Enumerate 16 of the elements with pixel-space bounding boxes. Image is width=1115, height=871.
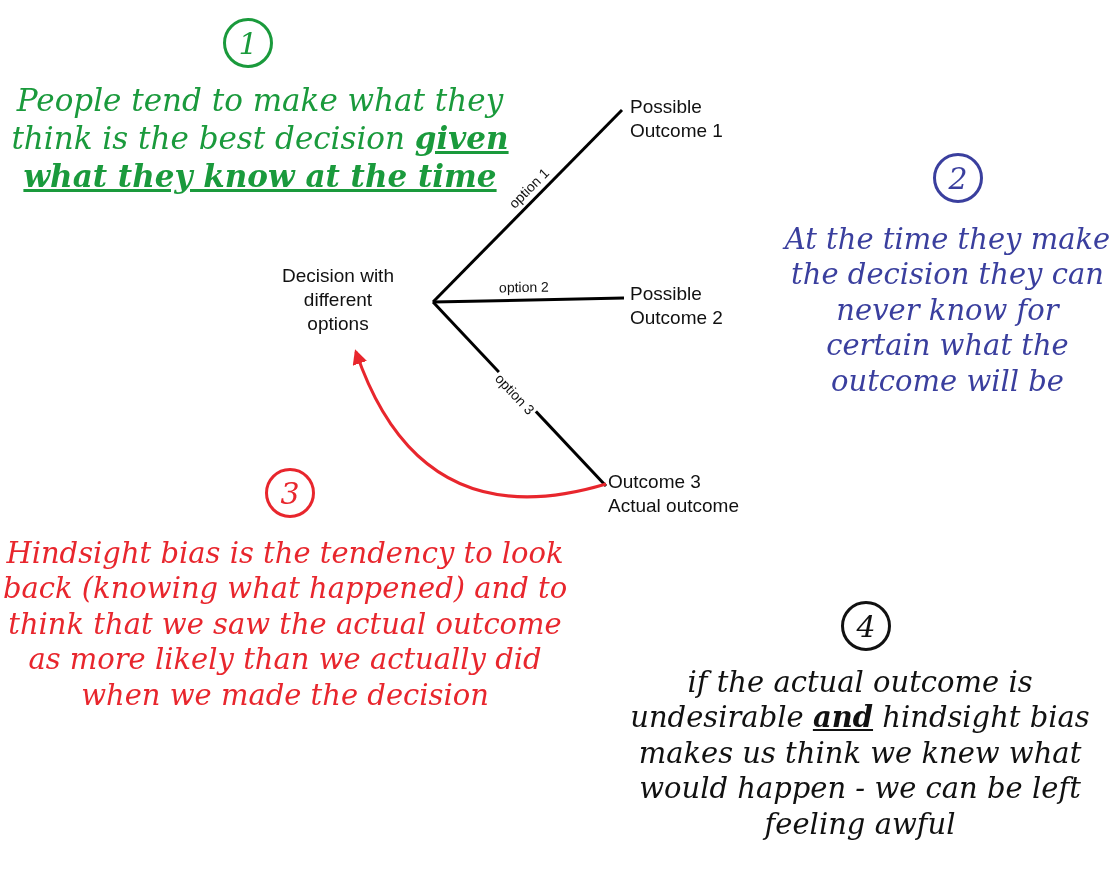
connector-line [431,108,624,304]
node-label: Possible Outcome 2 [630,282,724,330]
edge-label: option 2 [496,278,551,296]
explanation-text: At the time they make the decision they can never know for certain what the outcome will be [781,222,1112,399]
numbered-circle: 4 [841,601,891,651]
numbered-circle: 2 [933,153,983,203]
explanation-text: if the actual outcome is undesirable and hindsight bias makes us think we knew what would happen - we can be left feeling awful [629,665,1091,842]
node-label: Outcome 3 [608,470,702,494]
numbered-circle: 1 [223,18,273,68]
numbered-circle: 3 [265,468,315,518]
node-label: Actual outcome [608,493,740,518]
connector-line [432,296,625,304]
explanation-text: Hindsight bias is the tendency to look back (knowing what happened) and to think that we saw the actual outcome as more likely than we actually did when we made the decision [1,536,569,713]
node-label: Decision with different options [281,264,395,336]
node-label: Possible Outcome 1 [630,95,724,143]
curved-arrow [353,349,607,499]
